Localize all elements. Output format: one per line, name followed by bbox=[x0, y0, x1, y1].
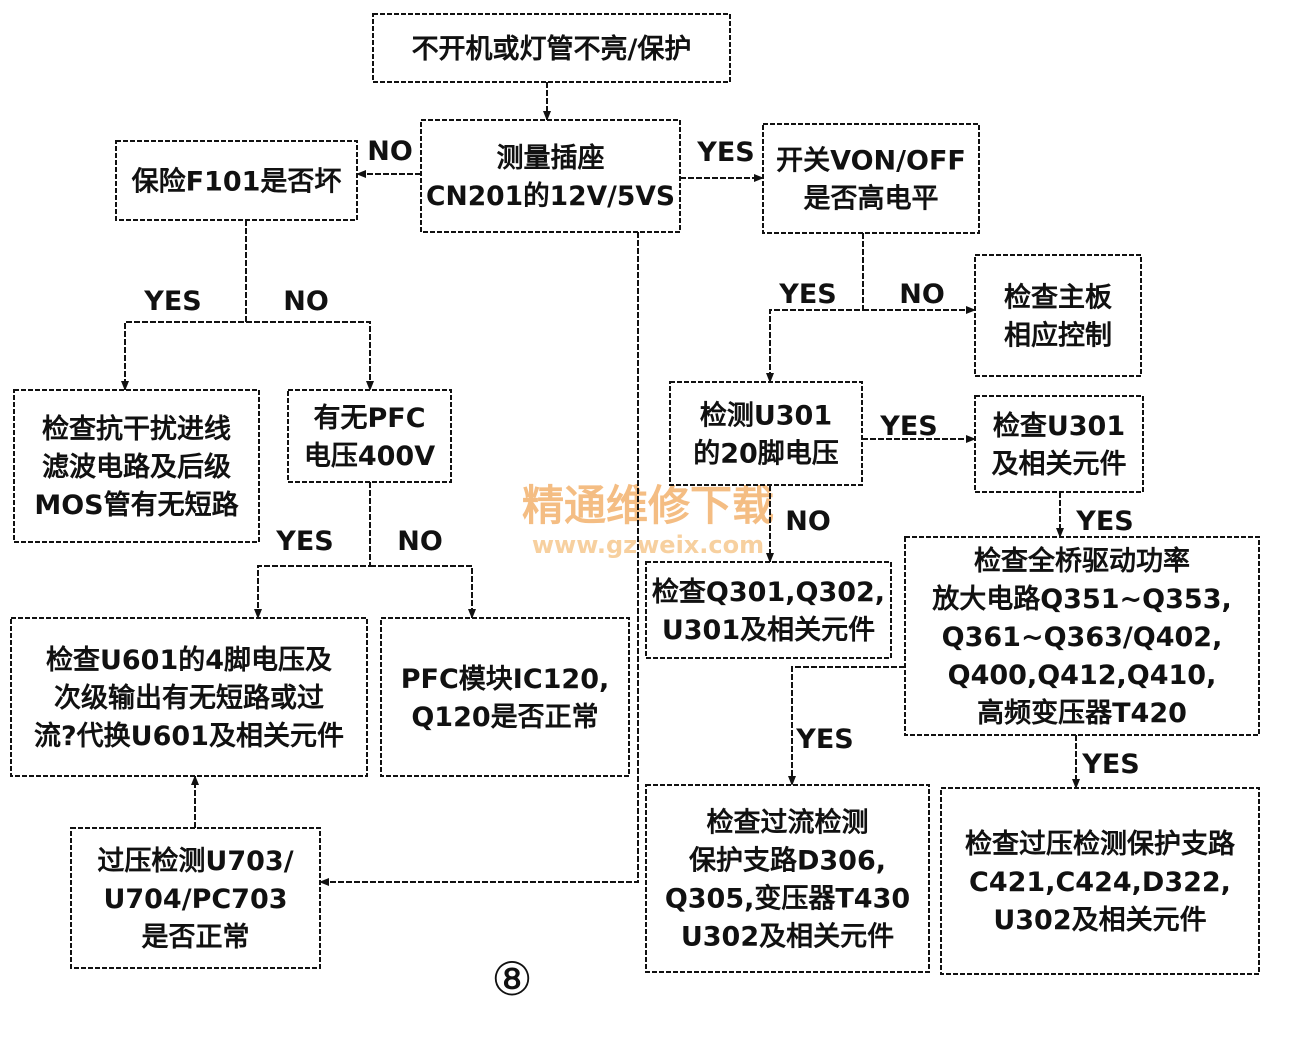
box-start-frame bbox=[372, 13, 731, 83]
box-fuse-f101-frame bbox=[115, 140, 358, 221]
connector-pfc-branch bbox=[254, 482, 371, 619]
label-von-no: NO bbox=[899, 279, 945, 310]
box-pfc-voltage-frame bbox=[287, 389, 452, 483]
label-fullbridge-yes-left: YES bbox=[795, 724, 853, 755]
box-line: 开关VON/OFF bbox=[776, 146, 966, 177]
box-line: 检查U601的4脚电压及 bbox=[46, 644, 332, 676]
label-u301check-yes: YES bbox=[1075, 506, 1133, 537]
box-ovp-branch-frame bbox=[940, 787, 1260, 975]
box-check-q301-q302-frame bbox=[645, 561, 892, 659]
box-line: U704/PC703 bbox=[103, 884, 287, 915]
box-start: 不开机或灯管不亮/保护 bbox=[372, 13, 731, 83]
box-check-q301-q302: 检查Q301,Q302, U301及相关元件 bbox=[645, 561, 892, 659]
box-measure-cn201-frame bbox=[420, 119, 681, 233]
label-fuse-yes: YES bbox=[143, 286, 201, 317]
box-line: U302及相关元件 bbox=[993, 905, 1206, 936]
connector-von-branch bbox=[766, 233, 864, 383]
box-line: PFC模块IC120, bbox=[401, 664, 610, 695]
label-pfc-no: NO bbox=[397, 526, 443, 557]
box-line: 检查全桥驱动功率 bbox=[974, 545, 1190, 577]
box-line: C421,C424,D322, bbox=[969, 867, 1231, 898]
box-measure-cn201: 测量插座 CN201的12V/5VS bbox=[420, 119, 681, 233]
box-check-mainboard-frame bbox=[974, 254, 1142, 377]
box-line: 流?代换U601及相关元件 bbox=[34, 721, 344, 752]
box-line: 次级输出有无短路或过 bbox=[54, 682, 324, 714]
box-line: 电压400V bbox=[304, 441, 435, 472]
box-pfc-voltage: 有无PFC 电压400V bbox=[287, 389, 452, 483]
box-line: 及相关元件 bbox=[992, 449, 1127, 480]
box-full-bridge-driver-frame bbox=[904, 536, 1260, 736]
box-line: 过压检测U703/ bbox=[97, 845, 293, 877]
connector-pfc-to-module bbox=[370, 565, 476, 619]
label-von-yes: YES bbox=[778, 279, 836, 310]
connectors bbox=[121, 82, 1080, 886]
connector-fuse-to-pfc bbox=[246, 321, 374, 391]
connector-fullbridge-to-overcurrent bbox=[788, 666, 905, 786]
box-line: Q120是否正常 bbox=[411, 702, 598, 733]
box-line: MOS管有无短路 bbox=[34, 489, 239, 521]
box-check-u301: 检查U301 及相关元件 bbox=[974, 395, 1144, 493]
box-line: 检查抗干扰进线 bbox=[42, 413, 231, 445]
box-line: 不开机或灯管不亮/保护 bbox=[412, 33, 692, 65]
box-overvoltage-detect-frame bbox=[70, 827, 321, 969]
box-line: CN201的12V/5VS bbox=[426, 180, 675, 212]
watermark-url: www.gzweix.com bbox=[532, 531, 764, 559]
box-line: 相应控制 bbox=[1004, 320, 1112, 352]
box-line: 测量插座 bbox=[497, 142, 605, 174]
box-line: 检查过流检测 bbox=[707, 807, 869, 839]
watermark-title: 精通维修下载 bbox=[522, 481, 774, 530]
box-line: U302及相关元件 bbox=[681, 922, 894, 953]
box-check-emi-filter-frame bbox=[13, 389, 260, 543]
box-check-u601-frame bbox=[10, 617, 368, 777]
box-check-u301-frame bbox=[974, 395, 1144, 493]
box-detect-u301: 检测U301 的20脚电压 bbox=[669, 381, 863, 486]
box-line: 检测U301 bbox=[700, 400, 832, 432]
box-ovp-branch: 检查过压检测保护支路 C421,C424,D322, U302及相关元件 bbox=[940, 787, 1260, 975]
box-von-off: 开关VON/OFF 是否高电平 bbox=[762, 123, 980, 234]
box-line: 检查Q301,Q302, bbox=[652, 576, 885, 608]
label-u301-yes: YES bbox=[879, 411, 937, 442]
box-line: 保护支路D306, bbox=[688, 845, 886, 877]
box-line: Q305,变压器T430 bbox=[665, 883, 910, 915]
label-measure-no: NO bbox=[367, 136, 413, 167]
connector-measure-to-overvoltage bbox=[319, 232, 639, 886]
box-line: 检查过压检测保护支路 bbox=[965, 828, 1236, 860]
label-measure-yes: YES bbox=[696, 137, 754, 168]
box-pfc-module: PFC模块IC120, Q120是否正常 bbox=[380, 617, 630, 777]
box-line: U301及相关元件 bbox=[662, 615, 875, 646]
box-line: 有无PFC bbox=[313, 403, 425, 434]
connector-fuse-branch bbox=[121, 220, 247, 391]
box-fuse-f101: 保险F101是否坏 bbox=[115, 140, 358, 221]
box-von-off-frame bbox=[762, 123, 980, 234]
box-line: 滤波电路及后级 bbox=[42, 451, 231, 483]
box-line: 高频变压器T420 bbox=[977, 697, 1187, 729]
box-line: 保险F101是否坏 bbox=[131, 166, 342, 198]
box-overvoltage-detect: 过压检测U703/U704/PC703 是否正常 bbox=[70, 827, 321, 969]
label-fuse-no: NO bbox=[283, 286, 329, 317]
box-pfc-module-frame bbox=[380, 617, 630, 777]
box-line: 检查U301 bbox=[993, 410, 1125, 442]
box-line: 是否正常 bbox=[142, 922, 250, 953]
box-line: 检查主板 bbox=[1004, 282, 1112, 314]
box-detect-u301-frame bbox=[669, 381, 863, 486]
box-line: 的20脚电压 bbox=[693, 438, 839, 470]
figure-number: ⑧ bbox=[491, 952, 532, 1006]
box-overcurrent-branch-frame bbox=[645, 784, 930, 973]
label-u301-no: NO bbox=[785, 506, 831, 537]
box-line: Q400,Q412,Q410, bbox=[948, 660, 1217, 691]
label-pfc-yes: YES bbox=[275, 526, 333, 557]
label-fullbridge-yes-right: YES bbox=[1081, 749, 1139, 780]
box-line: Q361~Q363/Q402, bbox=[942, 622, 1223, 653]
box-line: 是否高电平 bbox=[804, 183, 939, 215]
box-line: 放大电路Q351~Q353, bbox=[931, 583, 1232, 615]
